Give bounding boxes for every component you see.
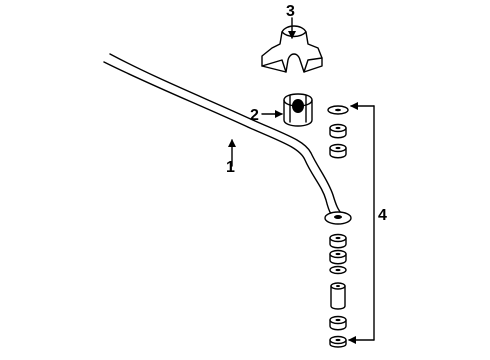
link-washer-3 [329, 335, 347, 348]
callout-1: 1 [226, 159, 235, 176]
callout-4: 4 [378, 207, 387, 224]
link-grommet-5 [329, 315, 347, 331]
callout-2: 2 [250, 107, 259, 124]
link-grommet-2 [329, 143, 347, 159]
bar-end-eye [324, 211, 352, 225]
link-grommet-4 [329, 249, 347, 265]
leader-bracket-4 [348, 102, 375, 344]
bar-bushing [283, 93, 313, 127]
bushing-bracket [261, 25, 323, 73]
callout-3: 3 [286, 3, 295, 20]
link-grommet-3 [329, 233, 347, 249]
link-spacer-sleeve [330, 282, 346, 310]
link-washer-2 [329, 265, 347, 275]
link-grommet-1 [329, 123, 347, 139]
stabilizer-bar [103, 53, 352, 225]
link-washer-1 [327, 105, 349, 115]
